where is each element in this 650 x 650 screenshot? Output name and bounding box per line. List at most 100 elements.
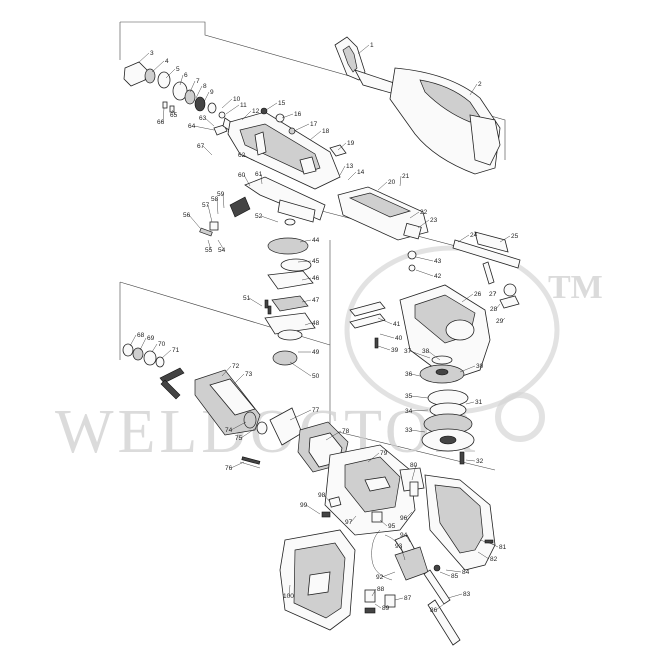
slider-assembly (337, 186, 521, 309)
leader-line-1 (357, 44, 370, 55)
part-number-16: 16 (294, 111, 302, 118)
part-number-11: 11 (240, 102, 247, 109)
part-label-87: 87 (394, 595, 412, 602)
part-label-83: 83 (447, 591, 471, 599)
part-number-8: 8 (203, 83, 207, 90)
part-number-45: 45 (312, 258, 320, 265)
part-number-92: 92 (376, 574, 384, 581)
housing-cover (334, 36, 501, 175)
leader-line-46 (301, 277, 312, 281)
part-number-61: 61 (255, 171, 263, 178)
screws-and-brushes (264, 299, 494, 544)
leader-line-92 (381, 571, 396, 578)
leader-line-74 (230, 421, 247, 431)
leader-line-41 (377, 317, 393, 325)
part-label-74: 74 (225, 421, 247, 434)
part-label-9: 9 (203, 89, 214, 103)
leader-line-99 (305, 504, 321, 515)
part-label-59: 59 (217, 191, 225, 209)
part-label-82: 82 (477, 551, 498, 563)
part-label-10: 10 (221, 96, 241, 109)
part-number-60: 60 (238, 172, 246, 179)
leader-line-35 (410, 395, 429, 399)
part-number-77: 77 (312, 407, 320, 414)
part-number-83: 83 (463, 591, 471, 598)
part-number-93: 93 (395, 543, 403, 550)
part-number-1: 1 (370, 42, 374, 49)
part-label-86: 86 (430, 603, 445, 614)
leader-line-78 (325, 430, 342, 441)
part-number-22: 22 (420, 209, 428, 216)
leader-line-17 (293, 123, 310, 132)
part-label-11: 11 (225, 102, 247, 115)
leader-line-95 (379, 519, 388, 527)
leader-line-10 (221, 98, 233, 109)
part-number-87: 87 (404, 595, 412, 602)
part-label-8: 8 (195, 83, 207, 99)
part-label-35: 35 (405, 393, 429, 400)
part-label-22: 22 (409, 209, 428, 219)
part-number-44: 44 (312, 237, 320, 244)
part-label-88: 88 (371, 586, 385, 597)
part-number-40: 40 (395, 335, 403, 342)
part-label-36: 36 (405, 371, 421, 378)
part-number-47: 47 (312, 297, 320, 304)
leader-line-15 (265, 102, 278, 111)
leader-line-13 (339, 165, 346, 176)
part-label-23: 23 (417, 217, 438, 229)
part-number-59: 59 (217, 191, 225, 198)
part-number-97: 97 (345, 519, 353, 526)
leader-line-26 (461, 293, 474, 303)
part-number-31: 31 (475, 399, 483, 406)
gasket-and-plate (199, 176, 326, 237)
part-number-13: 13 (346, 163, 354, 170)
part-number-33: 33 (405, 427, 413, 434)
part-number-64: 64 (188, 123, 196, 130)
part-label-40: 40 (379, 333, 403, 342)
part-number-99: 99 (300, 502, 308, 509)
part-number-19: 19 (347, 140, 355, 147)
leader-line-85 (439, 571, 451, 577)
leader-line-69 (139, 337, 147, 351)
leader-line-76 (230, 461, 245, 469)
part-label-3: 3 (137, 50, 154, 64)
part-number-70: 70 (158, 341, 166, 348)
part-label-79: 79 (367, 450, 388, 463)
part-label-47: 47 (301, 297, 320, 304)
part-label-41: 41 (377, 317, 401, 328)
leader-line-98 (323, 494, 331, 503)
leader-line-87 (394, 597, 404, 601)
part-label-96: 96 (400, 511, 413, 522)
part-number-51: 51 (243, 295, 251, 302)
section-frames (119, 21, 506, 471)
leader-line-3 (137, 52, 150, 64)
part-label-2: 2 (469, 81, 482, 96)
part-number-23: 23 (430, 217, 438, 224)
part-label-69: 69 (139, 335, 155, 351)
part-number-9: 9 (210, 89, 214, 96)
part-label-45: 45 (297, 258, 320, 265)
part-number-26: 26 (474, 291, 482, 298)
part-label-67: 67 (197, 143, 213, 156)
part-number-86: 86 (430, 607, 438, 614)
part-label-48: 48 (304, 320, 320, 327)
part-number-52: 52 (255, 213, 263, 220)
leader-line-5 (165, 68, 176, 79)
leader-line-100 (288, 584, 291, 597)
leader-line-71 (161, 349, 172, 359)
part-number-67: 67 (197, 143, 205, 150)
part-number-12: 12 (252, 108, 260, 115)
leader-line-33 (410, 429, 426, 433)
rear-housing (424, 474, 496, 571)
part-number-24: 24 (470, 232, 478, 239)
part-label-66: 66 (157, 107, 165, 126)
watermark-trademark: TM (548, 269, 603, 306)
part-label-49: 49 (298, 349, 320, 356)
part-label-54: 54 (217, 239, 226, 254)
leader-line-65 (171, 109, 177, 116)
leader-line-28 (495, 303, 501, 310)
leader-line-82 (477, 551, 490, 560)
leader-line-19 (337, 142, 347, 151)
part-number-100: 100 (283, 593, 294, 600)
part-label-7: 7 (189, 78, 200, 93)
